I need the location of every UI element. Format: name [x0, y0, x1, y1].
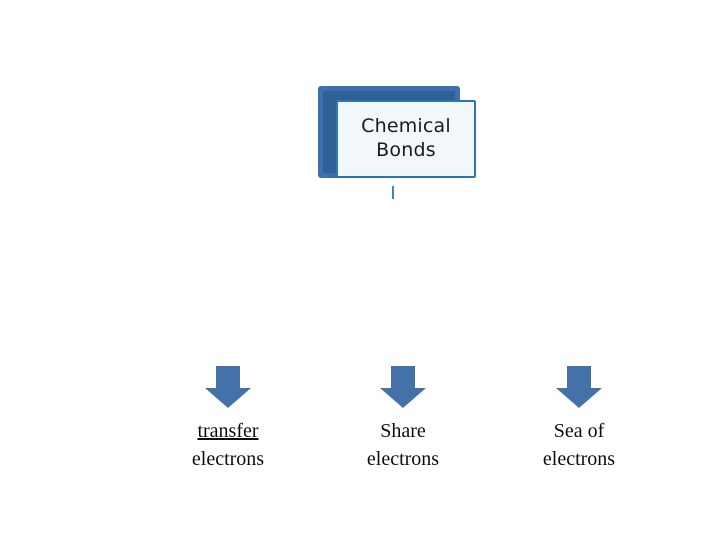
- arrow-head: [205, 388, 251, 408]
- arrow-head: [380, 388, 426, 408]
- branch-caption-2: Share electrons: [318, 418, 488, 473]
- connector-tick: [392, 186, 394, 199]
- arrow-shaft: [567, 366, 591, 388]
- branch-caption-2-line2: electrons: [366, 447, 440, 470]
- chemical-bonds-node[interactable]: Chemical Bonds: [318, 86, 478, 198]
- branch-caption-2-line1: Share: [380, 420, 426, 442]
- branch-caption-1-line1: transfer: [197, 420, 259, 442]
- node-label: Chemical Bonds: [361, 115, 451, 161]
- down-arrow-icon-1: [205, 366, 251, 408]
- down-arrow-icon-2: [380, 366, 426, 408]
- branch-caption-1: transfer electrons: [143, 418, 313, 473]
- arrow-shaft: [391, 366, 415, 388]
- branch-caption-3-line1: Sea of: [553, 420, 605, 442]
- down-arrow-icon-3: [556, 366, 602, 408]
- branch-caption-3: Sea of electrons: [494, 418, 664, 473]
- node-front-panel[interactable]: Chemical Bonds: [336, 100, 476, 178]
- arrow-head: [556, 388, 602, 408]
- branch-caption-3-line2: electrons: [542, 447, 616, 470]
- branch-caption-1-line2: electrons: [191, 447, 265, 470]
- arrow-shaft: [216, 366, 240, 388]
